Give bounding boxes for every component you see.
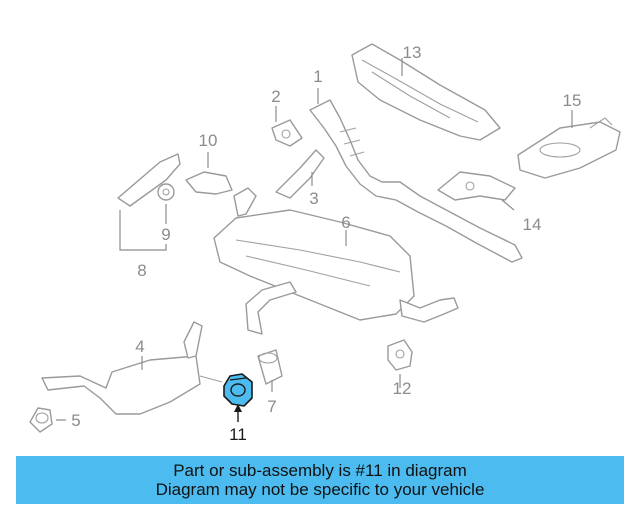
part-14-bracket [437, 171, 516, 201]
part-info-banner: Part or sub-assembly is #11 in diagram D… [16, 456, 624, 504]
arrow-11-icon [234, 404, 242, 412]
part-9-mount [157, 183, 175, 201]
callout-2: 2 [271, 87, 280, 106]
callout-7: 7 [267, 397, 276, 416]
callout-12: 12 [393, 379, 412, 398]
part-13-heat-shield [351, 43, 501, 141]
part-5-clamp [29, 407, 53, 433]
part-10-bracket [185, 171, 233, 195]
leader-8 [119, 210, 167, 251]
part-3-bracket [275, 149, 325, 199]
part-2-gasket [271, 119, 303, 147]
part-7-clamp [257, 349, 283, 385]
callout-13: 13 [403, 43, 422, 62]
banner-line-1: Part or sub-assembly is #11 in diagram [173, 461, 467, 480]
leader-14 [501, 199, 515, 211]
callout-4: 4 [135, 337, 144, 356]
callout-3: 3 [309, 189, 318, 208]
part-4-center-muffler [41, 321, 223, 415]
callout-9: 9 [161, 225, 170, 244]
part-6-rear-muffler [213, 187, 459, 323]
banner-line-2: Diagram may not be specific to your vehi… [155, 480, 485, 499]
callout-1: 1 [313, 67, 322, 86]
part-12-mount [387, 339, 413, 371]
callout-10: 10 [199, 131, 218, 150]
part-11-hanger-highlighted[interactable] [223, 373, 253, 407]
callout-8: 8 [137, 261, 146, 280]
callout-15: 15 [563, 91, 582, 110]
part-15-heat-shield [517, 117, 621, 179]
callout-11: 11 [229, 425, 247, 444]
part-8-bracket [117, 153, 181, 207]
part-1-front-pipe [309, 99, 523, 263]
callout-5: 5 [71, 411, 80, 430]
callout-14: 14 [523, 215, 542, 234]
intermediate-pipe [245, 281, 297, 335]
callout-6: 6 [341, 213, 350, 232]
